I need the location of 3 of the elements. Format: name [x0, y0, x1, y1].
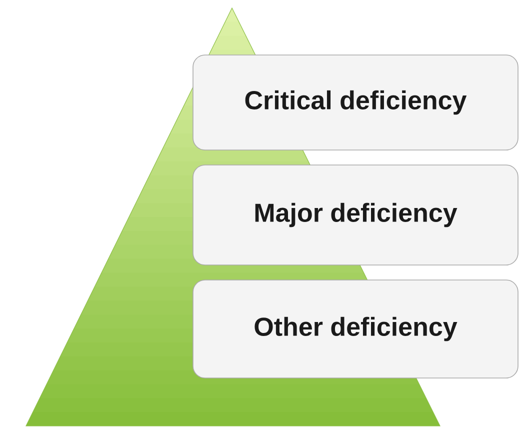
label-box: Other deficiency [192, 280, 518, 378]
label-box: Major deficiency [192, 164, 518, 266]
label-box: Critical deficiency [192, 54, 518, 150]
